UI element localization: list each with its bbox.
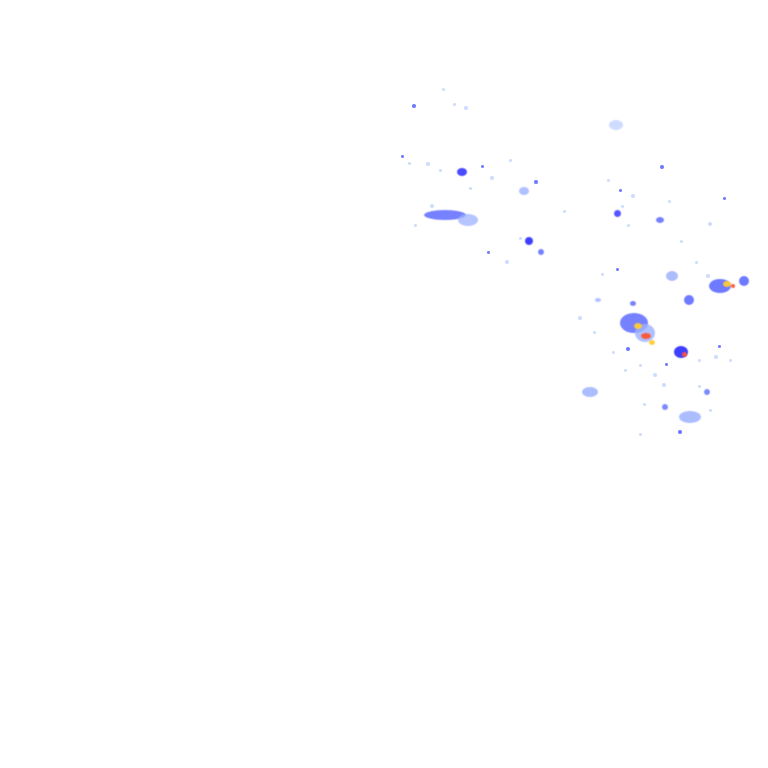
radar-echo-dot [678,430,682,434]
radar-echo-dot [722,196,726,200]
radar-echo-dot [464,106,468,110]
radar-echo-blob [458,214,478,226]
radar-echo-blob [519,187,529,195]
radar-echo-dot [660,165,664,169]
radar-echo-blob [656,217,664,223]
radar-echo-dot [562,209,566,213]
radar-echo-dot [578,316,582,320]
radar-echo-dot [468,186,472,190]
radar-echo-dot [611,350,615,354]
radar-echo-dot [438,168,442,172]
radar-echo-dot [717,344,721,348]
radar-echo-blob [641,333,651,339]
radar-echo-dot [642,402,646,406]
radar-echo-blob [731,284,735,288]
radar-echo-dot [697,384,701,388]
radar-echo-dot [615,267,619,271]
radar-echo-dot [708,222,712,226]
radar-echo-dot [430,204,434,208]
radar-echo-dot [600,272,604,276]
radar-echo-blob [739,276,749,286]
radar-echo-dot [618,188,622,192]
radar-echo-blob [620,313,648,333]
radar-echo-blob [723,281,731,287]
radar-echo-dot [620,204,624,208]
radar-echo-blob [662,404,668,410]
radar-echo-dot [407,161,411,165]
radar-echo-dot [606,178,610,182]
radar-echo-dot [505,260,509,264]
radar-echo-blob [457,168,467,176]
radar-echo-dot [452,102,456,106]
radar-echo-dot [413,223,417,227]
radar-echo-blob [609,120,623,130]
radar-echo-dot [518,236,522,240]
radar-echo-blob [684,295,694,305]
radar-echo-dot [697,358,701,362]
radar-echo-blob [630,300,636,306]
radar-echo-blob [634,323,642,329]
radar-echo-dot [412,104,416,108]
radar-echo-dot [664,362,668,366]
radar-echo-blob [424,210,466,220]
radar-echo-blob [525,237,533,245]
radar-echo-blob [595,298,601,302]
radar-echo-dot [653,373,657,377]
radar-echo-dot [623,368,627,372]
radar-echo-dot [706,274,710,278]
radar-echo-dot [486,250,490,254]
radar-echo-dot [728,358,732,362]
radar-echo-dot [638,363,642,367]
radar-echo-dot [592,330,596,334]
radar-echo-blob [538,249,544,255]
radar-echo-dot [490,176,494,180]
radar-echo-dot [662,383,666,387]
radar-echo-dot [534,180,538,184]
radar-echo-blob [635,324,655,342]
radar-echo-dot [667,199,671,203]
radar-echo-dot [638,432,642,436]
radar-echo-blob [649,339,655,345]
radar-echo-blob [613,209,621,217]
radar-echo-dot [400,154,404,158]
radar-echo-dot [441,87,445,91]
radar-echo-dot [626,223,630,227]
radar-echo-blob [681,351,687,357]
radar-echo-dot [631,194,635,198]
radar-echo-blob [666,271,678,281]
radar-echo-dot [508,158,512,162]
radar-echo-blob [674,346,688,358]
radar-echo-dot [679,239,683,243]
radar-echo-blob [582,387,598,397]
radar-echo-dot [480,164,484,168]
radar-echo-dot [426,162,430,166]
radar-echo-dot [626,347,630,351]
radar-echo-blob [709,279,731,293]
radar-echo-blob [679,411,701,423]
radar-echo-dot [714,355,718,359]
radar-echo-blob [704,389,710,395]
radar-echo-dot [708,408,712,412]
radar-echo-dot [694,260,698,264]
